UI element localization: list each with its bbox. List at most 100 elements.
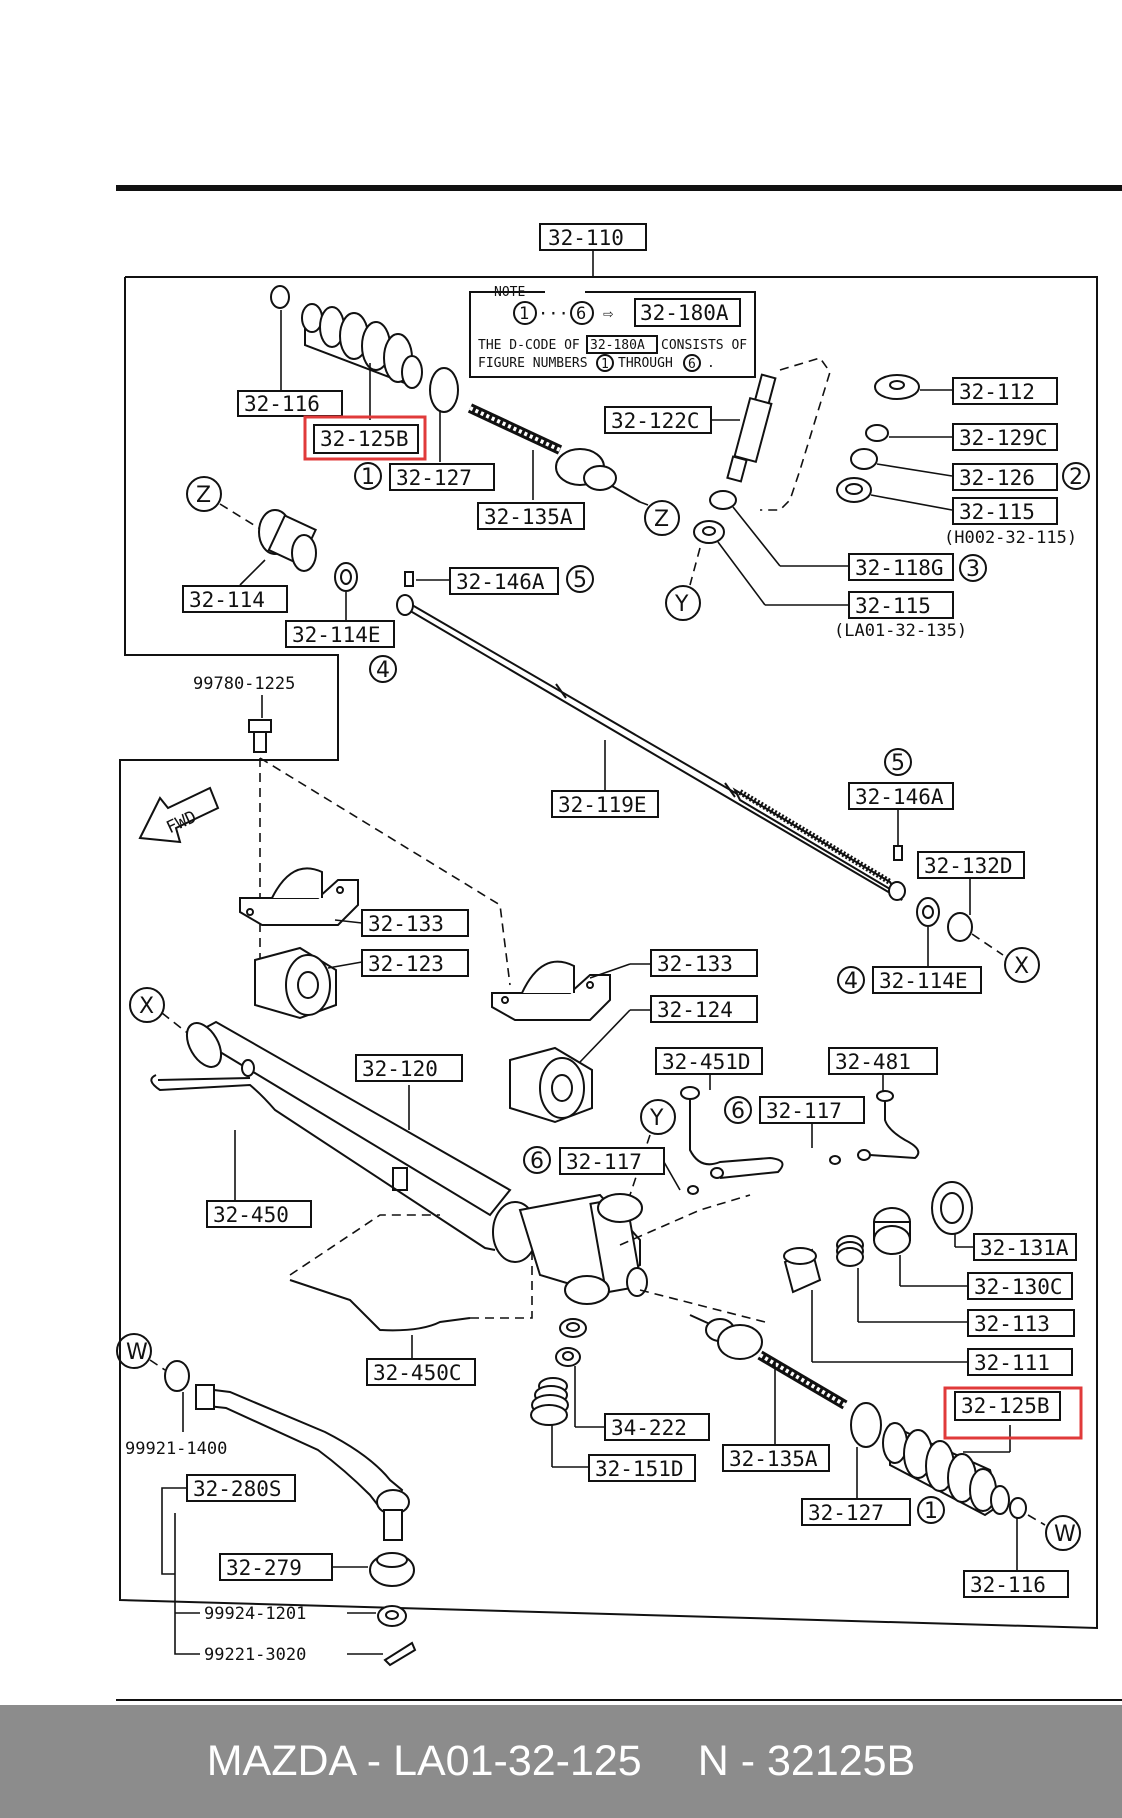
washer-upper	[559, 1318, 587, 1338]
label-32-117-right: 32-117	[766, 1099, 842, 1123]
parts-diagram: 32-110 NOTE 1 ··· 6 ⇨ 32-180A THE D-CODE…	[116, 185, 1122, 1701]
label-32-146a-mid: 32-146A	[855, 785, 944, 809]
spring-32-113	[836, 1235, 864, 1267]
note-line1-post: CONSISTS OF	[661, 338, 747, 353]
marker-z-right: Z	[654, 507, 669, 532]
bearing-32-115-top	[836, 477, 872, 503]
bracket-32-133-right	[491, 960, 611, 1021]
gear-housing	[492, 1193, 648, 1305]
marker-w-left: W	[126, 1340, 148, 1365]
note-range-end: 6	[576, 304, 586, 324]
marker-1-top: 1	[361, 465, 375, 490]
label-32-127-bot: 32-127	[808, 1501, 884, 1525]
label-32-125b-top: 32-125B	[320, 427, 409, 451]
label-32-114e-top: 32-114E	[292, 623, 381, 647]
label-34-222: 34-222	[611, 1416, 687, 1440]
ring-32-132d	[947, 912, 973, 942]
highlight-32-125b-bot	[943, 1386, 1083, 1440]
label-32-450c: 32-450C	[373, 1361, 462, 1385]
marker-y-top: Y	[674, 592, 689, 617]
label-99221-3020: 99221-3020	[204, 1645, 306, 1665]
marker-2: 2	[1069, 465, 1083, 490]
label-32-112: 32-112	[959, 380, 1035, 404]
marker-4-mid: 4	[844, 969, 858, 994]
label-32-113: 32-113	[974, 1312, 1050, 1336]
pipe-32-451d	[689, 1095, 784, 1179]
ring-32-127-top	[429, 367, 459, 413]
label-32-119e: 32-119E	[558, 793, 647, 817]
bushing-32-114e-top	[334, 562, 358, 592]
label-32-122c: 32-122C	[611, 409, 700, 433]
pin-32-146a-mid	[893, 845, 903, 861]
marker-3: 3	[966, 557, 980, 582]
label-32-120: 32-120	[362, 1057, 438, 1081]
marker-x-right: X	[1014, 954, 1029, 979]
fwd-arrow-icon: FWD	[138, 786, 220, 844]
nut-34-222	[555, 1347, 581, 1367]
nut-99921-1400	[164, 1360, 190, 1392]
boot-32-151d	[530, 1377, 569, 1426]
marker-z-left: Z	[196, 483, 211, 508]
oring-32-117-right	[829, 1155, 841, 1165]
marker-5-mid: 5	[891, 751, 905, 776]
note-box: NOTE 1 ··· 6 ⇨ 32-180A THE D-CODE OF 32-…	[469, 285, 756, 378]
label-32-481: 32-481	[835, 1050, 911, 1074]
bushing-32-123	[254, 946, 337, 1020]
note-line2-end: .	[707, 356, 715, 371]
note-title: NOTE	[494, 285, 525, 300]
note-arrow: ⇨	[603, 304, 614, 324]
housing-32-120	[185, 1020, 512, 1217]
marker-6-right: 6	[731, 1099, 745, 1124]
note-range-start: 1	[519, 304, 529, 324]
label-32-126: 32-126	[959, 466, 1035, 490]
washer-32-112	[874, 374, 920, 400]
label-32-279: 32-279	[226, 1556, 302, 1580]
label-32-116-bot: 32-116	[970, 1573, 1046, 1597]
boot-32-125b-bot	[882, 1422, 1010, 1517]
label-32-131a: 32-131A	[980, 1236, 1069, 1260]
note-line2-n1: 1	[601, 357, 609, 372]
label-32-118g: 32-118G	[855, 556, 944, 580]
label-32-114: 32-114	[189, 588, 265, 612]
seal-32-126	[850, 448, 878, 470]
label-la01: (LA01-32-135)	[834, 621, 967, 641]
note-line1-pre: THE D-CODE OF	[478, 338, 580, 353]
bearing-32-115-mid	[693, 520, 725, 544]
label-32-110: 32-110	[548, 226, 624, 250]
pipe-32-450c	[289, 1279, 471, 1332]
clip-32-116-bot	[1009, 1497, 1027, 1519]
pipe-32-481	[869, 1098, 920, 1160]
marker-w-right: W	[1054, 1522, 1076, 1547]
tie-rod-32-135a-top	[467, 403, 641, 503]
label-32-127-top: 32-127	[396, 466, 472, 490]
alt-part-number: N - 32125B	[697, 1737, 916, 1785]
cotter-pin-99221-3020	[383, 1641, 417, 1667]
rack-32-119e	[396, 594, 906, 901]
clip-32-116-top	[270, 285, 290, 309]
bushing-32-124	[509, 1046, 593, 1124]
bracket-32-133-left	[239, 867, 359, 926]
ring-32-127-bot	[850, 1402, 882, 1448]
nut-99924-1201	[377, 1605, 407, 1627]
label-32-111: 32-111	[974, 1351, 1050, 1375]
marker-y-mid: Y	[649, 1106, 664, 1131]
label-32-133-left: 32-133	[368, 912, 444, 936]
plug-32-130c	[873, 1207, 911, 1255]
label-32-115-mid: 32-115	[855, 594, 931, 618]
label-32-129c: 32-129C	[959, 426, 1048, 450]
label-99921-1400: 99921-1400	[125, 1439, 227, 1459]
tie-rod-end-32-280s	[195, 1384, 410, 1541]
note-line2-n2: 6	[688, 357, 696, 372]
marker-4-top: 4	[376, 658, 390, 683]
clip-32-129c	[865, 424, 889, 442]
pinion-32-122c	[726, 373, 777, 483]
top-rule	[116, 185, 1122, 191]
label-32-146a-top: 32-146A	[456, 570, 545, 594]
label-32-115-top: 32-115	[959, 500, 1035, 524]
label-99924-1201: 99924-1201	[204, 1604, 306, 1624]
pipe-32-450	[150, 1074, 496, 1251]
bolt-99780-1225	[248, 719, 272, 733]
part-number-footer: MAZDA - LA01-32-125 N - 32125B	[0, 1705, 1122, 1818]
note-line2-mid: THROUGH	[618, 356, 673, 371]
yoke-32-111	[783, 1247, 822, 1294]
